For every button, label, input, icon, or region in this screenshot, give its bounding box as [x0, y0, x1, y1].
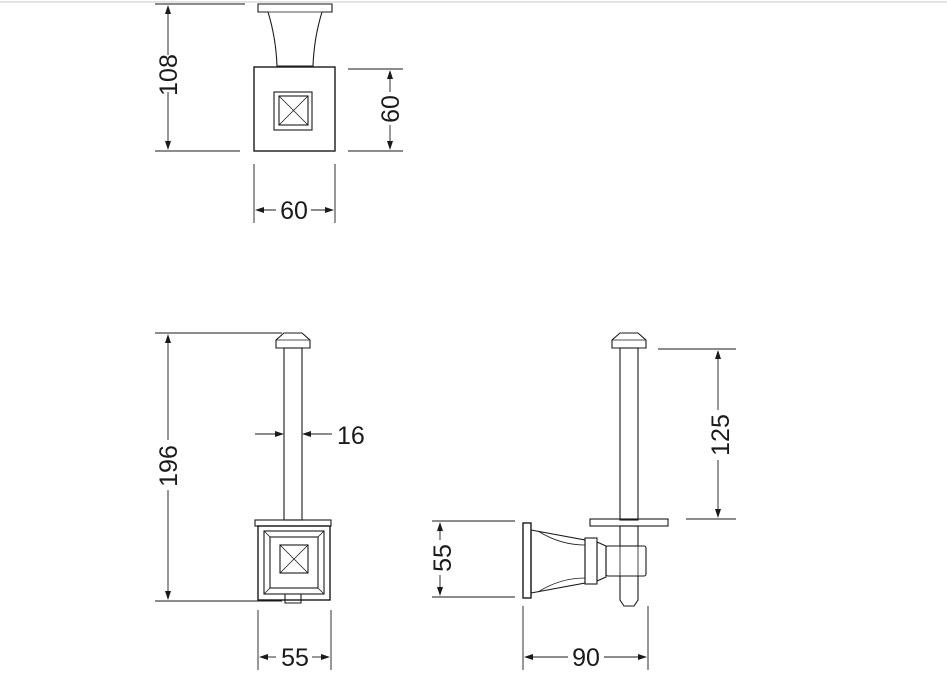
front-view-plate — [254, 519, 332, 527]
dim-side-depth-label: 90 — [572, 644, 600, 672]
front-view-finial — [275, 332, 311, 349]
side-view-finial — [611, 332, 647, 349]
dim-side-base-label: 55 — [429, 544, 457, 572]
top-view-neck — [257, 3, 333, 67]
side-view-rod — [619, 347, 639, 521]
side-view-wall-flange — [522, 522, 532, 599]
dim-side-height-label: 125 — [707, 414, 735, 456]
dim-top-width: 60 — [255, 197, 334, 225]
dim-rod-diameter-label: 16 — [337, 422, 365, 450]
top-view-base — [253, 66, 336, 152]
side-view-neck — [530, 529, 586, 594]
side-view: 125 55 90 — [429, 332, 736, 672]
dim-side-height: 125 — [707, 350, 735, 518]
dim-top-side: 60 — [377, 70, 405, 150]
front-view-rod — [283, 347, 303, 521]
dim-front-width: 55 — [259, 644, 330, 672]
side-view-connector — [605, 545, 647, 577]
front-view: 196 16 55 — [155, 332, 365, 672]
dim-side-depth: 90 — [524, 644, 647, 672]
dim-front-height: 196 — [155, 334, 183, 600]
dim-top-width-label: 60 — [280, 197, 308, 225]
dim-top-height-label: 108 — [155, 54, 183, 96]
dim-side-base: 55 — [429, 522, 457, 596]
dim-front-height-label: 196 — [155, 445, 183, 487]
dim-top-side-label: 60 — [377, 95, 405, 123]
top-view: 108 60 60 — [155, 3, 405, 225]
front-view-rosette — [279, 544, 309, 574]
top-view-rosette — [273, 91, 313, 131]
front-view-base — [257, 525, 331, 601]
front-view-rod-end — [284, 594, 302, 604]
dim-front-width-label: 55 — [281, 644, 309, 672]
dim-rod-diameter: 16 — [255, 422, 365, 450]
dim-top-height: 108 — [155, 5, 183, 150]
